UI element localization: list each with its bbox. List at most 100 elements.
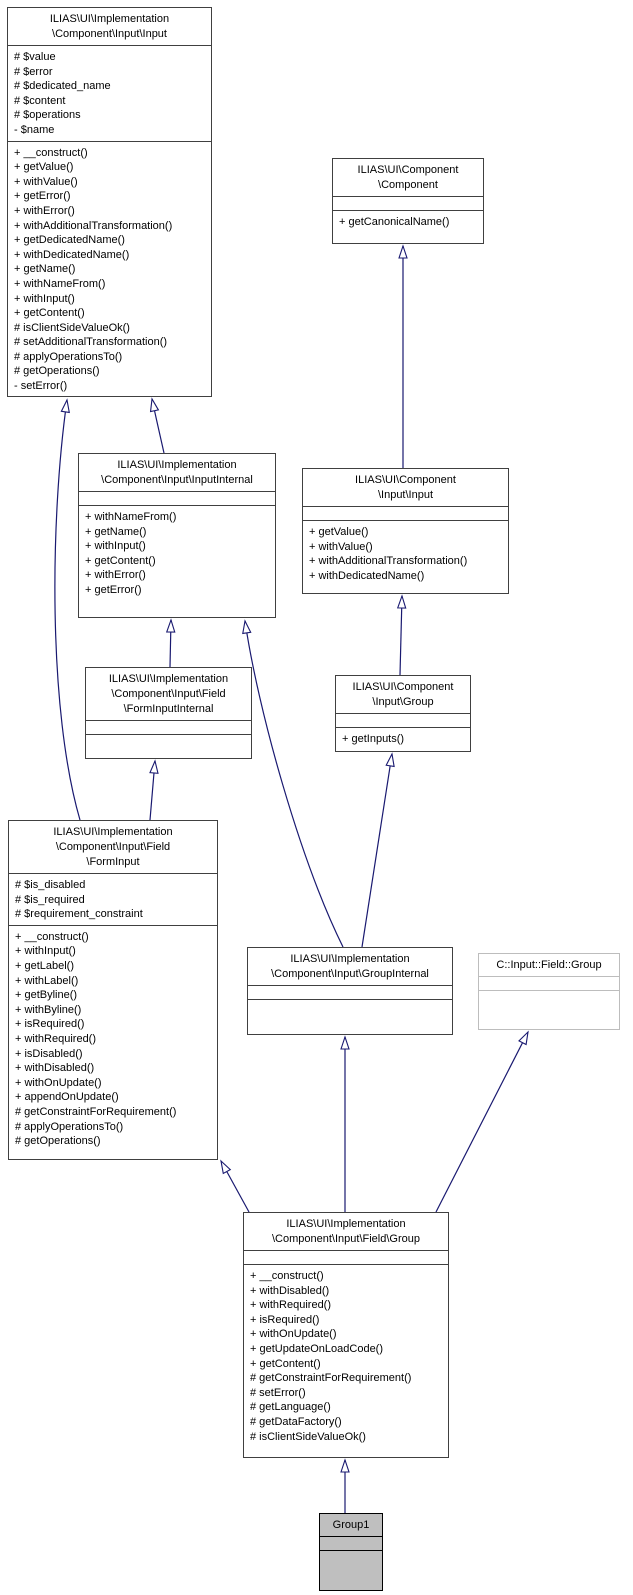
- class-methods: + getValue() + withValue() + withAdditiona…: [303, 520, 508, 593]
- method: + withNameFrom(): [85, 511, 177, 523]
- class-title-line: ILIAS\UI\Implementation: [290, 953, 410, 965]
- method: + withValue(): [14, 175, 78, 188]
- edge-fieldgroup-to-cgroup: [435, 1030, 529, 1213]
- attribute: - $name: [14, 123, 55, 136]
- method: # getOperations(): [14, 365, 100, 378]
- class-box-component-component[interactable]: ILIAS\UI\Component\Component + getCanoni…: [332, 158, 484, 244]
- attribute: # $error: [14, 65, 53, 78]
- class-box-implementation-input[interactable]: ILIAS\UI\Implementation\Component\Input\…: [7, 7, 212, 397]
- class-title-line: \Component: [378, 179, 438, 191]
- method: + getUpdateOnLoadCode(): [250, 1342, 384, 1355]
- class-title: ILIAS\UI\Implementation\Component\Input\…: [9, 821, 217, 873]
- class-methods: + __construct() + getValue()+ withValue()…: [8, 140, 211, 396]
- method: + getName(): [14, 263, 76, 276]
- class-box-component-group[interactable]: ILIAS\UI\Component \Input\Group + getInpu…: [335, 675, 471, 752]
- method: + isRequired(): [15, 1018, 85, 1031]
- edge-groupiface-to-inputiface: [396, 594, 407, 676]
- attribute: # $operations: [14, 109, 81, 122]
- class-title: ILIAS\UI\Component \Input\Group: [336, 676, 470, 713]
- class-title-line: ILIAS\UI\Component: [355, 474, 456, 486]
- method: + getError(): [14, 190, 71, 203]
- class-attributes: [336, 713, 470, 727]
- class-methods: + __construct() + withInput()+ getLabel()…: [9, 924, 217, 1159]
- method: + withOnUpdate(): [15, 1076, 102, 1089]
- method: # applyOperationsTo(): [14, 350, 123, 363]
- attribute: # $dedicated_name: [14, 80, 111, 93]
- method: + withAdditionalTransformation(): [14, 219, 173, 232]
- class-methods: [248, 999, 452, 1034]
- edge-forminput-to-forminputinternal: [149, 759, 159, 821]
- method: + withNameFrom(): [14, 277, 106, 290]
- class-title-line: \Input\Group: [372, 696, 434, 708]
- method: + getContent(): [250, 1357, 321, 1370]
- method: + withValue(): [309, 540, 373, 553]
- method: + getValue(): [14, 161, 74, 174]
- class-title-line: ILIAS\UI\Implementation: [53, 826, 173, 838]
- method: + getContent(): [14, 307, 85, 320]
- class-title-line: \Component\Input\Input: [52, 28, 167, 40]
- attribute: # $requirement_constraint: [15, 908, 143, 921]
- method: + getDedicatedName(): [14, 234, 125, 247]
- method: + __construct(): [250, 1270, 324, 1282]
- method: + withDisabled(): [15, 1062, 95, 1075]
- class-title-line: ILIAS\UI\Implementation: [108, 673, 229, 685]
- method: + __construct(): [15, 930, 89, 943]
- class-title-line: \Component\Input\Field\Group: [272, 1233, 420, 1245]
- class-box-groupinternal[interactable]: ILIAS\UI\Implementation \Component\Input\…: [247, 947, 453, 1035]
- class-title-line: ILIAS\UI\Component: [352, 681, 454, 693]
- method: + withInput(): [15, 945, 76, 958]
- method: + withAdditionalTransformation(): [309, 555, 468, 568]
- class-title-line: ILIAS\UI\Component: [357, 164, 459, 176]
- method: + withInput(): [14, 292, 75, 305]
- method: + isDisabled(): [15, 1047, 83, 1060]
- method: + withDisabled(): [250, 1284, 330, 1297]
- method: + getInputs(): [342, 733, 405, 745]
- method: + withError(): [85, 569, 146, 582]
- class-title: ILIAS\UI\Implementation\Component\Input\…: [8, 8, 211, 45]
- method: + withLabel(): [15, 974, 79, 987]
- edge-fieldgroup-to-forminput: [220, 1159, 250, 1213]
- method: + __construct(): [14, 146, 88, 159]
- class-methods: [86, 734, 251, 758]
- method: + withRequired(): [250, 1299, 332, 1312]
- attribute: # $is_required: [15, 893, 85, 906]
- class-attributes: [479, 976, 619, 990]
- edge-groupinternal-to-inputinternal: [242, 619, 344, 948]
- method: + withOnUpdate(): [250, 1328, 337, 1341]
- class-methods: + getInputs(): [336, 727, 470, 751]
- class-methods: + withNameFrom()+ getName()+ withInput()…: [79, 505, 275, 617]
- method: + withRequired(): [15, 1032, 97, 1045]
- class-methods: [320, 1550, 382, 1590]
- class-title-line: \FormInput: [86, 856, 140, 868]
- method: + appendOnUpdate(): [15, 1091, 119, 1104]
- class-box-field-group[interactable]: ILIAS\UI\Implementation\Component\Input\…: [243, 1212, 449, 1458]
- class-title-line: Group1: [332, 1519, 370, 1531]
- method: # getConstraintForRequirement(): [250, 1372, 412, 1385]
- class-title-line: ILIAS\UI\Implementation: [117, 459, 237, 471]
- method: # getOperations(): [15, 1135, 101, 1148]
- class-box-inputinternal[interactable]: ILIAS\UI\Implementation\Component\Input\…: [78, 453, 276, 618]
- class-title: ILIAS\UI\Implementation\Component\Input\…: [244, 1213, 448, 1250]
- class-box-group1-instance: Group1: [319, 1513, 383, 1591]
- edge-groupinternal-to-groupiface: [361, 752, 395, 948]
- method: + withError(): [14, 204, 75, 217]
- class-attributes: [79, 491, 275, 505]
- edge-forminput-to-input-impl: [54, 398, 81, 821]
- class-attributes: # $value# $error# $dedicated_name# $cont…: [8, 45, 211, 141]
- class-title-line: \Component\Input\GroupInternal: [271, 968, 429, 980]
- method: + getValue(): [309, 526, 369, 538]
- class-title-line: C::Input::Field::Group: [496, 959, 602, 971]
- class-box-component-input[interactable]: ILIAS\UI\Component\Input\Input + getValu…: [302, 468, 509, 594]
- attribute: # $value: [14, 51, 56, 63]
- method: + withInput(): [85, 540, 146, 553]
- method: # isClientSideValueOk(): [14, 321, 130, 334]
- class-attributes: [333, 196, 483, 210]
- method: + getLabel(): [15, 959, 75, 972]
- method: + getByline(): [15, 989, 78, 1002]
- class-box-forminput[interactable]: ILIAS\UI\Implementation\Component\Input\…: [8, 820, 218, 1160]
- class-title: C::Input::Field::Group: [479, 954, 619, 976]
- class-title: ILIAS\UI\Implementation\Component\Input\…: [79, 454, 275, 491]
- class-attributes: [320, 1536, 382, 1550]
- method: # getLanguage(): [250, 1401, 331, 1414]
- class-box-forminputinternal[interactable]: ILIAS\UI\Implementation\Component\Input\…: [85, 667, 252, 759]
